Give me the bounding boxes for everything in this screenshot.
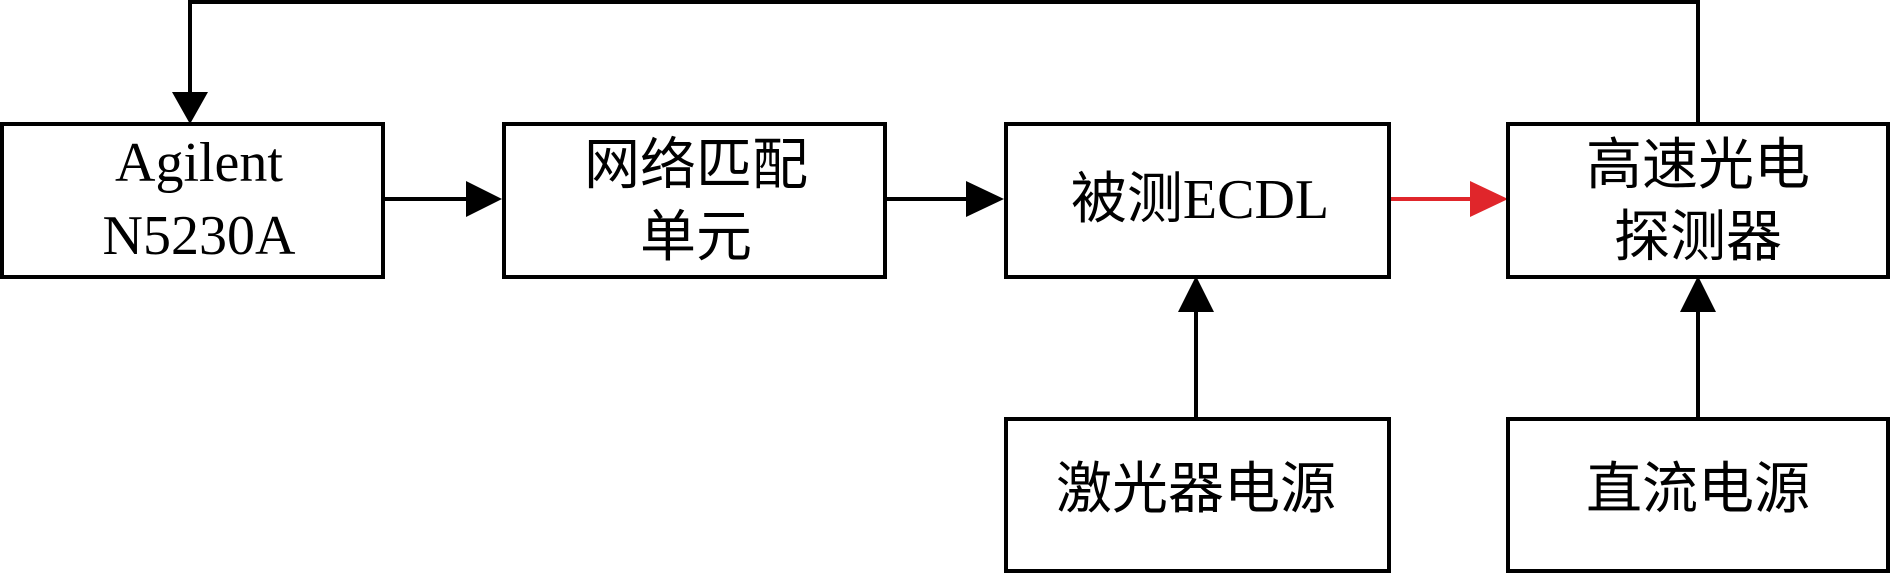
- block-agilent-line2: N5230A: [103, 205, 296, 267]
- block-network-matching-unit: 网络匹配 单元: [502, 122, 887, 279]
- arrowhead: [966, 181, 1004, 217]
- block-agilent-line1: Agilent: [115, 132, 283, 194]
- block-ecdl-label: 被测ECDL: [1071, 169, 1329, 231]
- block-matching-line2: 单元: [640, 207, 752, 269]
- block-matching-line1: 网络匹配: [584, 135, 808, 197]
- arrow-matching-to-ecdl: [885, 181, 1004, 217]
- arrow-ecdl-to-detector: [1389, 181, 1508, 217]
- arrowhead-red: [1470, 181, 1508, 217]
- block-laser-power-label: 激光器电源: [1056, 459, 1336, 521]
- block-agilent-n5230a: Agilent N5230A: [0, 122, 385, 279]
- block-high-speed-photodetector: 高速光电 探测器: [1506, 122, 1890, 279]
- arrow-dc-power-to-detector: [1680, 276, 1716, 419]
- block-dc-power-supply: 直流电源: [1506, 417, 1890, 573]
- block-dc-power-label: 直流电源: [1586, 459, 1810, 521]
- arrowhead: [1680, 276, 1716, 312]
- arrow-laser-power-to-ecdl: [1178, 276, 1214, 419]
- block-detector-line1: 高速光电: [1586, 135, 1810, 197]
- feedback-arrowhead: [172, 92, 208, 124]
- arrowhead: [1178, 276, 1214, 312]
- block-ecdl-under-test: 被测ECDL: [1004, 122, 1391, 279]
- block-laser-power-supply: 激光器电源: [1004, 417, 1391, 573]
- arrowhead: [466, 181, 502, 217]
- feedback-connector: [172, 0, 1700, 124]
- block-detector-line2: 探测器: [1614, 207, 1782, 269]
- arrow-agilent-to-matching: [383, 181, 502, 217]
